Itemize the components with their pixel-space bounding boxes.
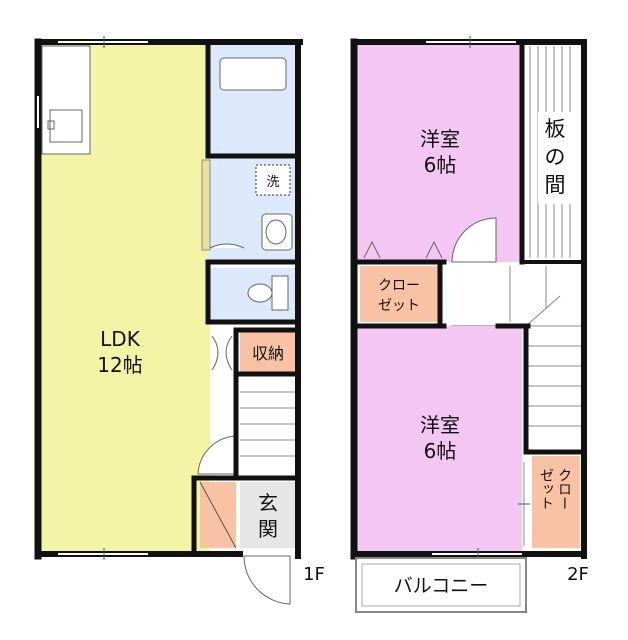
storage-label: 収納: [252, 344, 284, 363]
washer-icon: [255, 164, 291, 196]
western-room-top-label-2: 6帖: [424, 153, 457, 177]
toilet-icon: [247, 283, 273, 303]
storage-room: [240, 332, 296, 372]
wood-floor-label-3: 間: [545, 173, 566, 197]
western-room-bottom-label-1: 洋室: [420, 413, 460, 437]
floor-1: 洗 収納 玄 関: [34, 36, 325, 605]
washroom-door-hatch: [201, 159, 211, 251]
entrance-door-swing: [243, 555, 291, 605]
stairs-1f: [240, 378, 296, 474]
floor-2: 板 の 間 洋室 6帖 クロー ゼット 洋室 6帖: [350, 36, 589, 613]
balcony: [355, 557, 527, 613]
ldk-label-1: LDK: [100, 327, 141, 351]
closet-right-label-1: クロー: [556, 468, 572, 510]
closet-left-label-1: クロー: [378, 278, 420, 294]
balcony-label: バルコニー: [394, 575, 489, 597]
wood-floor-label-2: の: [545, 145, 566, 169]
bathtub-icon: [219, 57, 287, 91]
closet-left: [360, 266, 438, 322]
closet-right: [532, 456, 580, 548]
toilet-tank-icon: [271, 275, 289, 311]
entrance-label-2: 関: [258, 517, 278, 541]
floor-label-1f: 1F: [303, 564, 325, 585]
entrance-area: [240, 482, 296, 548]
closet-right-label-2: ゼット: [538, 468, 554, 510]
kitchen-sink-icon: [49, 109, 83, 143]
wood-floor-label-1: 板: [545, 117, 566, 141]
washer-label: 洗: [266, 175, 279, 190]
ldk-label-2: 12帖: [97, 353, 142, 377]
floor-label-2f: 2F: [567, 564, 589, 585]
entrance-label-1: 玄: [258, 491, 278, 515]
closet-left-label-2: ゼット: [378, 298, 420, 314]
western-room-top-label-1: 洋室: [420, 127, 460, 151]
walls-2f: [350, 38, 587, 560]
western-room-top: [356, 42, 522, 262]
western-room-bottom-label-2: 6帖: [424, 439, 457, 463]
western-room-bottom: [356, 326, 522, 552]
stairs-2f: [525, 295, 582, 450]
